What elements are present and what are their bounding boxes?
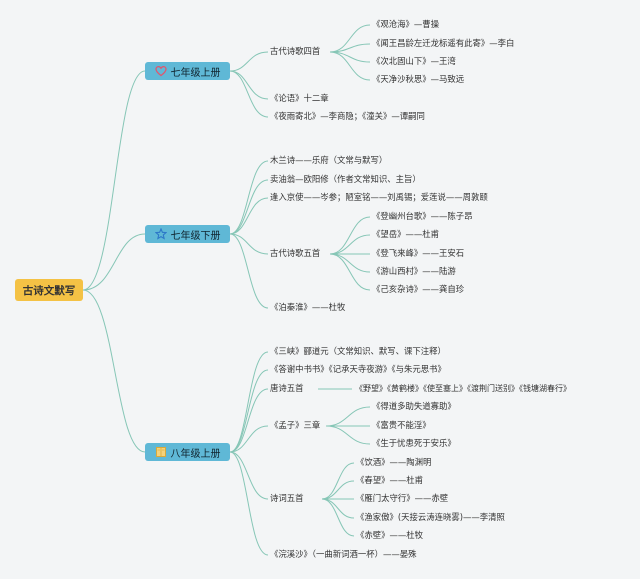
link-g2-1 (329, 216, 371, 255)
list-item[interactable]: 《浣溪沙》（一曲新词酒一杯）——晏殊 (270, 549, 417, 559)
link-b2-item-c (229, 197, 269, 235)
list-item[interactable]: 《夜雨寄北》—李商隐；《潼关》—谭嗣同 (270, 111, 425, 121)
link-sc-1 (321, 462, 355, 500)
list-item[interactable]: 木兰诗——乐府（文常与默写） (270, 155, 388, 165)
list-item[interactable]: 《三峡》郦道元（文常知识、默写、课下注释） (270, 346, 446, 356)
list-item[interactable]: 《春望》——杜甫 (356, 475, 423, 485)
list-item[interactable]: 《渔家傲》(天接云涛连晓雾)——李清照 (356, 512, 505, 522)
link-mz-1 (325, 406, 371, 427)
list-item[interactable]: 《己亥杂诗》——龚自珍 (372, 284, 465, 294)
group-label[interactable]: 古代诗歌五首 (270, 248, 321, 258)
list-item[interactable]: 《野望》《黄鹤楼》《使至塞上》《渡荆门送别》《钱塘湖春行》 (355, 384, 571, 393)
link-root-branch3 (82, 289, 146, 453)
link-b2-group (229, 233, 269, 255)
list-item[interactable]: 《饮酒》——陶渊明 (356, 457, 432, 467)
list-item[interactable]: 《天净沙秋思》—马致远 (372, 74, 465, 84)
link-mz-3 (325, 425, 371, 445)
list-item[interactable]: 《观沧海》—曹操 (372, 19, 439, 29)
heart-icon (154, 65, 167, 77)
root-node[interactable]: 古诗文默写 (15, 279, 83, 301)
list-item[interactable]: 《登飞来峰》——王安石 (372, 248, 465, 258)
link-b3-tang (229, 388, 269, 453)
link-root-branch2 (82, 233, 146, 291)
link-g2-5 (329, 253, 371, 291)
list-item[interactable]: 《游山西村》——陆游 (372, 266, 456, 276)
link-b1-group (229, 51, 269, 72)
branch-grade7-second[interactable]: 七年级下册 (145, 225, 230, 243)
branch-label: 七年级上册 (170, 67, 221, 79)
link-g1-4 (329, 51, 371, 81)
link-root-branch1 (82, 70, 146, 291)
link-b3-item-c (229, 451, 269, 556)
link-b3-shici (229, 451, 269, 500)
link-sc-5 (321, 498, 355, 537)
link-g2-2 (329, 234, 371, 255)
list-item[interactable]: 《闻王昌龄左迁龙标遥有此寄》—李白 (372, 38, 515, 48)
link-b2-item-a (229, 160, 269, 235)
branch-label: 八年级上册 (170, 448, 221, 460)
group-label[interactable]: 古代诗歌四首 (270, 46, 321, 56)
link-b3-mengzi (229, 425, 269, 453)
list-item[interactable]: 《次北固山下》—王湾 (372, 56, 456, 66)
branch-grade8-first[interactable]: 八年级上册 (145, 443, 230, 461)
list-item[interactable]: 《富贵不能淫》 (372, 420, 431, 430)
link-b2-item-b (229, 179, 269, 235)
branch-label: 七年级下册 (170, 230, 221, 242)
link-sc-2 (321, 480, 355, 500)
list-item[interactable]: 《登幽州台歌》——陈子昂 (372, 211, 473, 221)
list-item[interactable]: 《望岳》——杜甫 (372, 229, 439, 239)
link-g2-4 (329, 253, 371, 273)
branch-grade7-first[interactable]: 七年级上册 (145, 62, 230, 80)
link-b2-item-d (229, 233, 269, 309)
list-item[interactable]: 《雁门太守行》——赤壁 (356, 493, 449, 503)
list-item[interactable]: 《泊秦淮》——杜牧 (270, 302, 346, 312)
group-label[interactable]: 唐诗五首 (270, 383, 304, 393)
star-icon (154, 228, 167, 240)
link-sc-4 (321, 498, 355, 519)
group-label[interactable]: 《孟子》三章 (270, 420, 321, 430)
list-item[interactable]: 《赤壁》——杜牧 (356, 530, 423, 540)
list-item[interactable]: 《论语》十二章 (270, 93, 329, 103)
group-label[interactable]: 诗词五首 (270, 493, 304, 503)
link-b1-item2 (229, 70, 269, 118)
list-item[interactable]: 逢入京使——岑参；陋室铭——刘禹锡；爱莲说——周敦颐 (270, 192, 488, 202)
book-icon (155, 446, 167, 458)
link-b3-item-a (229, 351, 269, 453)
link-b3-item-b (229, 369, 269, 453)
list-item[interactable]: 《生于忧患死于安乐》 (372, 438, 456, 448)
list-item[interactable]: 卖油翁—欧阳修（作者文常知识、主旨） (270, 174, 421, 184)
link-g1-1 (329, 24, 371, 53)
list-item[interactable]: 《得道多助失道寡助》 (372, 401, 456, 411)
list-item[interactable]: 《答谢中书书》《记承天寺夜游》《与朱元思书》 (270, 364, 446, 374)
